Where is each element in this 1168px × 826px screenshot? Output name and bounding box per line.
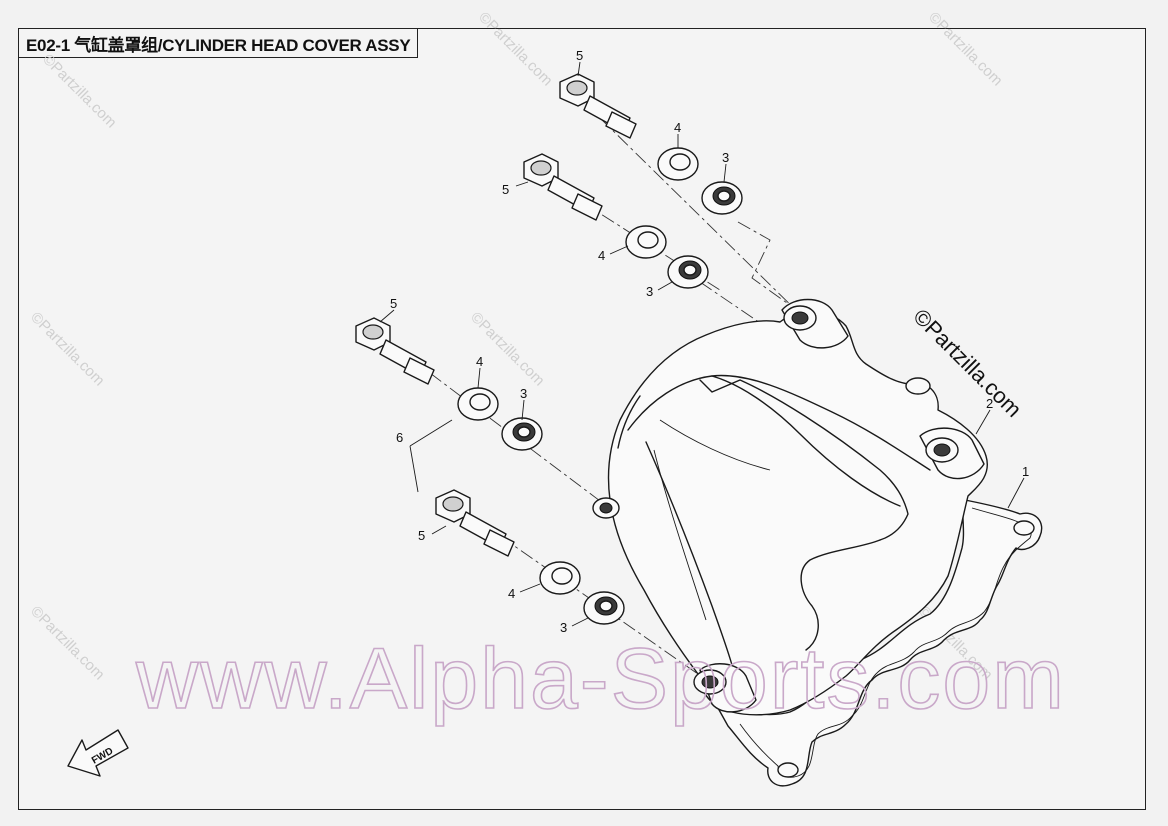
fwd-arrow: FWD [67, 729, 129, 777]
callout-3: 3 [560, 620, 567, 635]
callout-2: 2 [986, 396, 993, 411]
callout-4: 4 [598, 248, 605, 263]
watermark-repeat: ©Partzilla.com [27, 309, 108, 390]
washer-c [457, 387, 499, 421]
bolt-c [355, 317, 435, 385]
watermark-repeat: ©Partzilla.com [39, 51, 120, 132]
cover-bosses [592, 298, 985, 713]
washer-a [657, 147, 699, 181]
gasket-bolt-hole [1013, 520, 1035, 536]
watermark-repeat: ©Partzilla.com [475, 9, 556, 90]
callout-4: 4 [674, 120, 681, 135]
callout-5: 5 [390, 296, 397, 311]
callout-3: 3 [722, 150, 729, 165]
gasket-outline [717, 499, 1043, 787]
watermark-repeat: ©Partzilla.com [925, 9, 1006, 90]
callout-1: 1 [1022, 464, 1029, 479]
callout-4: 4 [508, 586, 515, 601]
seal-c [501, 417, 543, 451]
gasket-bolt-hole [777, 762, 799, 778]
washer-b [625, 225, 667, 259]
callouts: 5 4 3 5 4 3 5 4 3 6 5 4 3 2 1 [390, 48, 1029, 635]
seal-d [583, 591, 625, 625]
callout-5: 5 [576, 48, 583, 63]
washer-d [539, 561, 581, 595]
callout-6: 6 [396, 430, 403, 445]
leader-lines [379, 61, 1025, 627]
seal-b [667, 255, 709, 289]
callout-5: 5 [418, 528, 425, 543]
alpha-sports-watermark: www.Alpha-Sports.com [135, 631, 1066, 727]
watermark-repeat: ©Partzilla.com [27, 603, 108, 684]
callout-4: 4 [476, 354, 483, 369]
callout-5: 5 [502, 182, 509, 197]
callout-3: 3 [520, 386, 527, 401]
callout-3: 3 [646, 284, 653, 299]
diagram-title: E02-1 气缸盖罩组/CYLINDER HEAD COVER ASSY [18, 28, 419, 58]
bolt-b [523, 153, 603, 221]
drawing-frame [18, 28, 1146, 810]
seal-a [701, 181, 743, 215]
bolt-d [435, 489, 515, 557]
bolt-a [559, 73, 637, 139]
